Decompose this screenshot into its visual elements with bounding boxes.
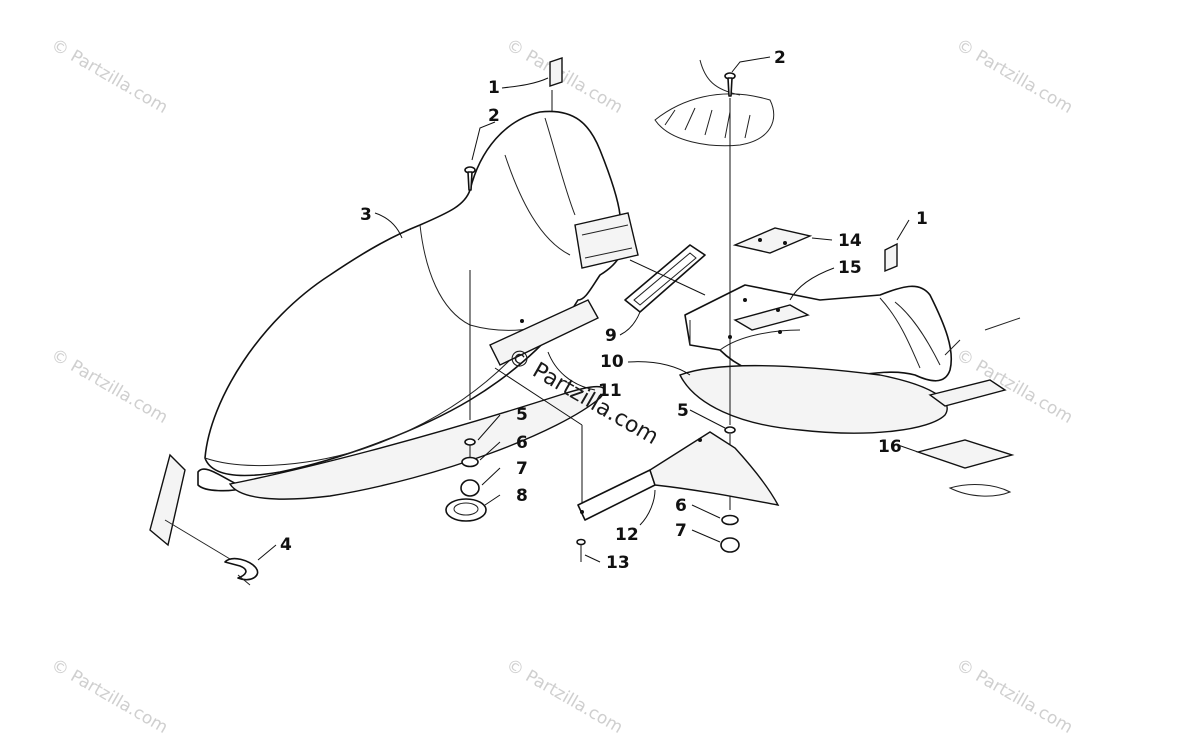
callout-5-left: 5 — [516, 405, 528, 425]
watermark-tile: © Partzilla.com — [48, 345, 172, 428]
part-2-screw-left — [464, 166, 476, 191]
callout-10: 10 — [600, 352, 624, 372]
callout-4: 4 — [280, 535, 292, 555]
part-3-nose-pan — [197, 110, 639, 500]
part-1-tab-left — [549, 57, 563, 112]
watermark-tile: © Partzilla.com — [953, 655, 1077, 738]
part-10-floor-pan — [679, 364, 948, 434]
callout-2-left: 2 — [488, 106, 500, 126]
callout-3: 3 — [360, 205, 372, 225]
callout-12: 12 — [615, 525, 639, 545]
part-9-gasket — [624, 244, 706, 313]
part-12-bracket — [494, 367, 780, 521]
callout-5-right: 5 — [677, 401, 689, 421]
callout-14: 14 — [838, 231, 862, 251]
callout-16: 16 — [878, 437, 902, 457]
part-16-plate — [915, 439, 1015, 497]
callout-1-right: 1 — [916, 209, 928, 229]
part-14-plate — [732, 227, 813, 254]
watermark-tile: © Partzilla.com — [48, 35, 172, 118]
watermark-tile: © Partzilla.com — [503, 35, 627, 118]
callout-7-left: 7 — [516, 459, 528, 479]
callout-2-right: 2 — [774, 48, 786, 68]
fastener-stack-left — [445, 270, 487, 522]
callout-9: 9 — [605, 326, 617, 346]
part-2-screw-right — [724, 72, 736, 425]
track-fragment — [654, 59, 775, 147]
callout-6-left: 6 — [516, 433, 528, 453]
footrest-right — [928, 317, 1021, 407]
watermark-tile: © Partzilla.com — [503, 655, 627, 738]
watermark-tile: © Partzilla.com — [953, 35, 1077, 118]
callout-leaders — [257, 56, 919, 563]
callout-13: 13 — [606, 553, 630, 573]
callout-labels: 1 2 3 4 5 6 7 8 2 1 14 15 9 10 11 5 6 7 … — [280, 48, 928, 573]
watermark-tile: © Partzilla.com — [48, 655, 172, 738]
part-13-rivet — [576, 538, 586, 562]
callout-8: 8 — [516, 486, 528, 506]
callout-1-left: 1 — [488, 78, 500, 98]
callout-15: 15 — [838, 258, 862, 278]
part-1-tab-right — [884, 242, 898, 273]
callout-7-right: 7 — [675, 521, 687, 541]
callout-6-right: 6 — [675, 496, 687, 516]
part-4-clip — [149, 453, 259, 586]
callout-11: 11 — [598, 381, 622, 401]
